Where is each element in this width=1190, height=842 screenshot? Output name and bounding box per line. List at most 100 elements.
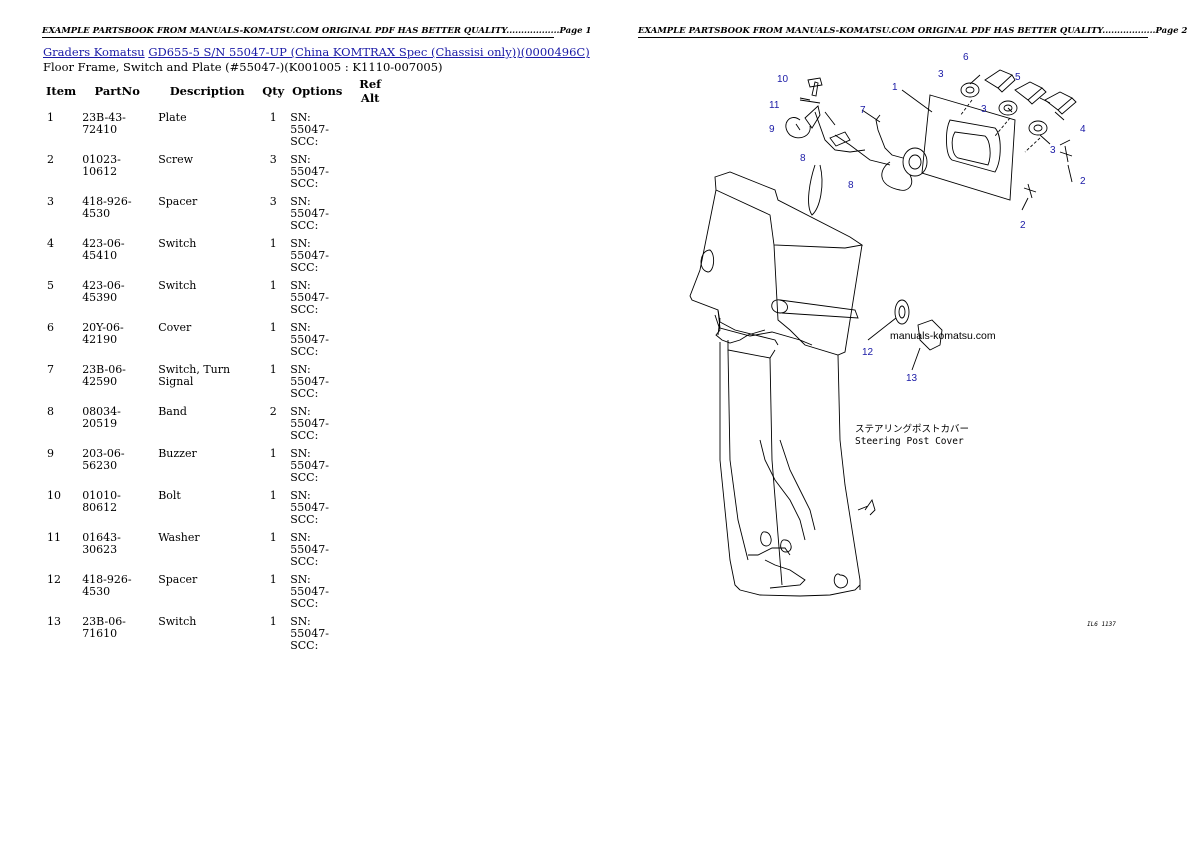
- breadcrumb-link-model[interactable]: GD655-5 S/N 55047-UP (China KOMTRAX Spec…: [148, 45, 590, 59]
- switch-plate: [921, 94, 1016, 201]
- partno-cell: 418-926-4530: [82, 195, 132, 220]
- page-banner-left: EXAMPLE PARTSBOOK FROM MANUALS-KOMATSU.C…: [42, 26, 592, 38]
- qty-cell: 3: [269, 153, 277, 166]
- item-cell: 4: [47, 237, 54, 250]
- item-cell: 3: [47, 195, 54, 208]
- options-cell: SN: 55047-SCC:: [287, 400, 347, 442]
- table-header-row: Item PartNo Description Qty Options Ref …: [43, 76, 393, 106]
- ref-alt-cell: [347, 484, 393, 526]
- ref-alt-cell: [347, 148, 393, 190]
- callout-2b: 2: [1020, 220, 1026, 231]
- callout-8a: 8: [800, 153, 806, 164]
- options-serial: SN: 55047-: [290, 447, 329, 472]
- ref-alt-cell: [347, 106, 393, 148]
- qty-cell: 1: [269, 321, 277, 334]
- breadcrumb-link-category[interactable]: Graders Komatsu: [43, 45, 145, 59]
- description-cell: Washer: [158, 531, 200, 544]
- qty-cell: 1: [269, 237, 277, 250]
- description-cell: Bolt: [158, 489, 181, 502]
- item-cell: 9: [47, 447, 54, 460]
- options-cell: SN: 55047-SCC:: [287, 484, 347, 526]
- callout-7: 7: [860, 105, 866, 116]
- options-serial: SN: 55047-: [290, 615, 329, 640]
- options-cell: SN: 55047-SCC:: [287, 526, 347, 568]
- options-cell: SN: 55047-SCC:: [287, 274, 347, 316]
- options-cell: SN: 55047-SCC:: [287, 316, 347, 358]
- qty-cell: 1: [269, 279, 277, 292]
- label-japanese: ステアリングポストカバー: [855, 423, 969, 435]
- options-scc: SCC:: [290, 345, 319, 358]
- item-cell: 11: [47, 531, 61, 544]
- header-qty: Qty: [262, 84, 285, 98]
- figure-number: IL6 1137: [1087, 621, 1116, 628]
- callout-8b: 8: [848, 180, 854, 191]
- breadcrumb: Graders Komatsu GD655-5 S/N 55047-UP (Ch…: [43, 45, 590, 59]
- partno-cell: 08034-20519: [82, 405, 121, 430]
- options-serial: SN: 55047-: [290, 573, 329, 598]
- parts-table: Item PartNo Description Qty Options Ref …: [43, 76, 393, 652]
- options-cell: SN: 55047-SCC:: [287, 232, 347, 274]
- header-ref-alt: Ref Alt: [359, 77, 382, 105]
- options-scc: SCC:: [290, 471, 319, 484]
- qty-cell: 2: [269, 405, 277, 418]
- options-cell: SN: 55047-SCC:: [287, 148, 347, 190]
- options-scc: SCC:: [290, 219, 319, 232]
- options-scc: SCC:: [290, 387, 319, 400]
- description-cell: Spacer: [158, 573, 198, 586]
- options-cell: SN: 55047-SCC:: [287, 190, 347, 232]
- watermark-text: manuals-komatsu.com: [890, 330, 996, 342]
- ref-alt-cell: [347, 232, 393, 274]
- options-scc: SCC:: [290, 261, 319, 274]
- header-description: Description: [169, 84, 245, 98]
- partno-cell: 23B-43-72410: [82, 111, 126, 136]
- options-serial: SN: 55047-: [290, 405, 329, 430]
- callout-10: 10: [777, 74, 789, 85]
- ref-alt-cell: [347, 358, 393, 400]
- ref-alt-cell: [347, 526, 393, 568]
- partno-cell: 423-06-45410: [82, 237, 125, 262]
- label-steering-post-cover: Steering Post Cover: [855, 436, 964, 447]
- ref-alt-cell: [347, 316, 393, 358]
- options-serial: SN: 55047-: [290, 111, 329, 136]
- callout-4: 4: [1080, 124, 1086, 135]
- ref-alt-cell: [347, 190, 393, 232]
- options-serial: SN: 55047-: [290, 531, 329, 556]
- callout-5: 5: [1015, 72, 1021, 83]
- ref-alt-cell: [347, 274, 393, 316]
- item-cell: 13: [47, 615, 61, 628]
- callout-1: 1: [892, 82, 898, 93]
- partno-cell: 418-926-4530: [82, 573, 132, 598]
- callout-6: 6: [963, 52, 969, 63]
- options-serial: SN: 55047-: [290, 237, 329, 262]
- partno-cell: 01643-30623: [82, 531, 121, 556]
- partno-cell: 01010-80612: [82, 489, 121, 514]
- header-options: Options: [292, 84, 343, 98]
- description-cell: Screw: [158, 153, 194, 166]
- options-scc: SCC:: [290, 639, 319, 652]
- qty-cell: 1: [269, 489, 277, 502]
- qty-cell: 1: [269, 573, 277, 586]
- options-serial: SN: 55047-: [290, 363, 329, 388]
- options-cell: SN: 55047-SCC:: [287, 610, 347, 652]
- header-item: Item: [46, 84, 77, 98]
- callout-9: 9: [769, 124, 775, 135]
- options-serial: SN: 55047-: [290, 279, 329, 304]
- page-banner-right: EXAMPLE PARTSBOOK FROM MANUALS-KOMATSU.C…: [638, 26, 1188, 38]
- item-cell: 2: [47, 153, 54, 166]
- options-scc: SCC:: [290, 597, 319, 610]
- qty-cell: 1: [269, 111, 277, 124]
- description-cell: Cover: [158, 321, 192, 334]
- item-cell: 1: [47, 111, 54, 124]
- qty-cell: 1: [269, 447, 277, 460]
- options-scc: SCC:: [290, 555, 319, 568]
